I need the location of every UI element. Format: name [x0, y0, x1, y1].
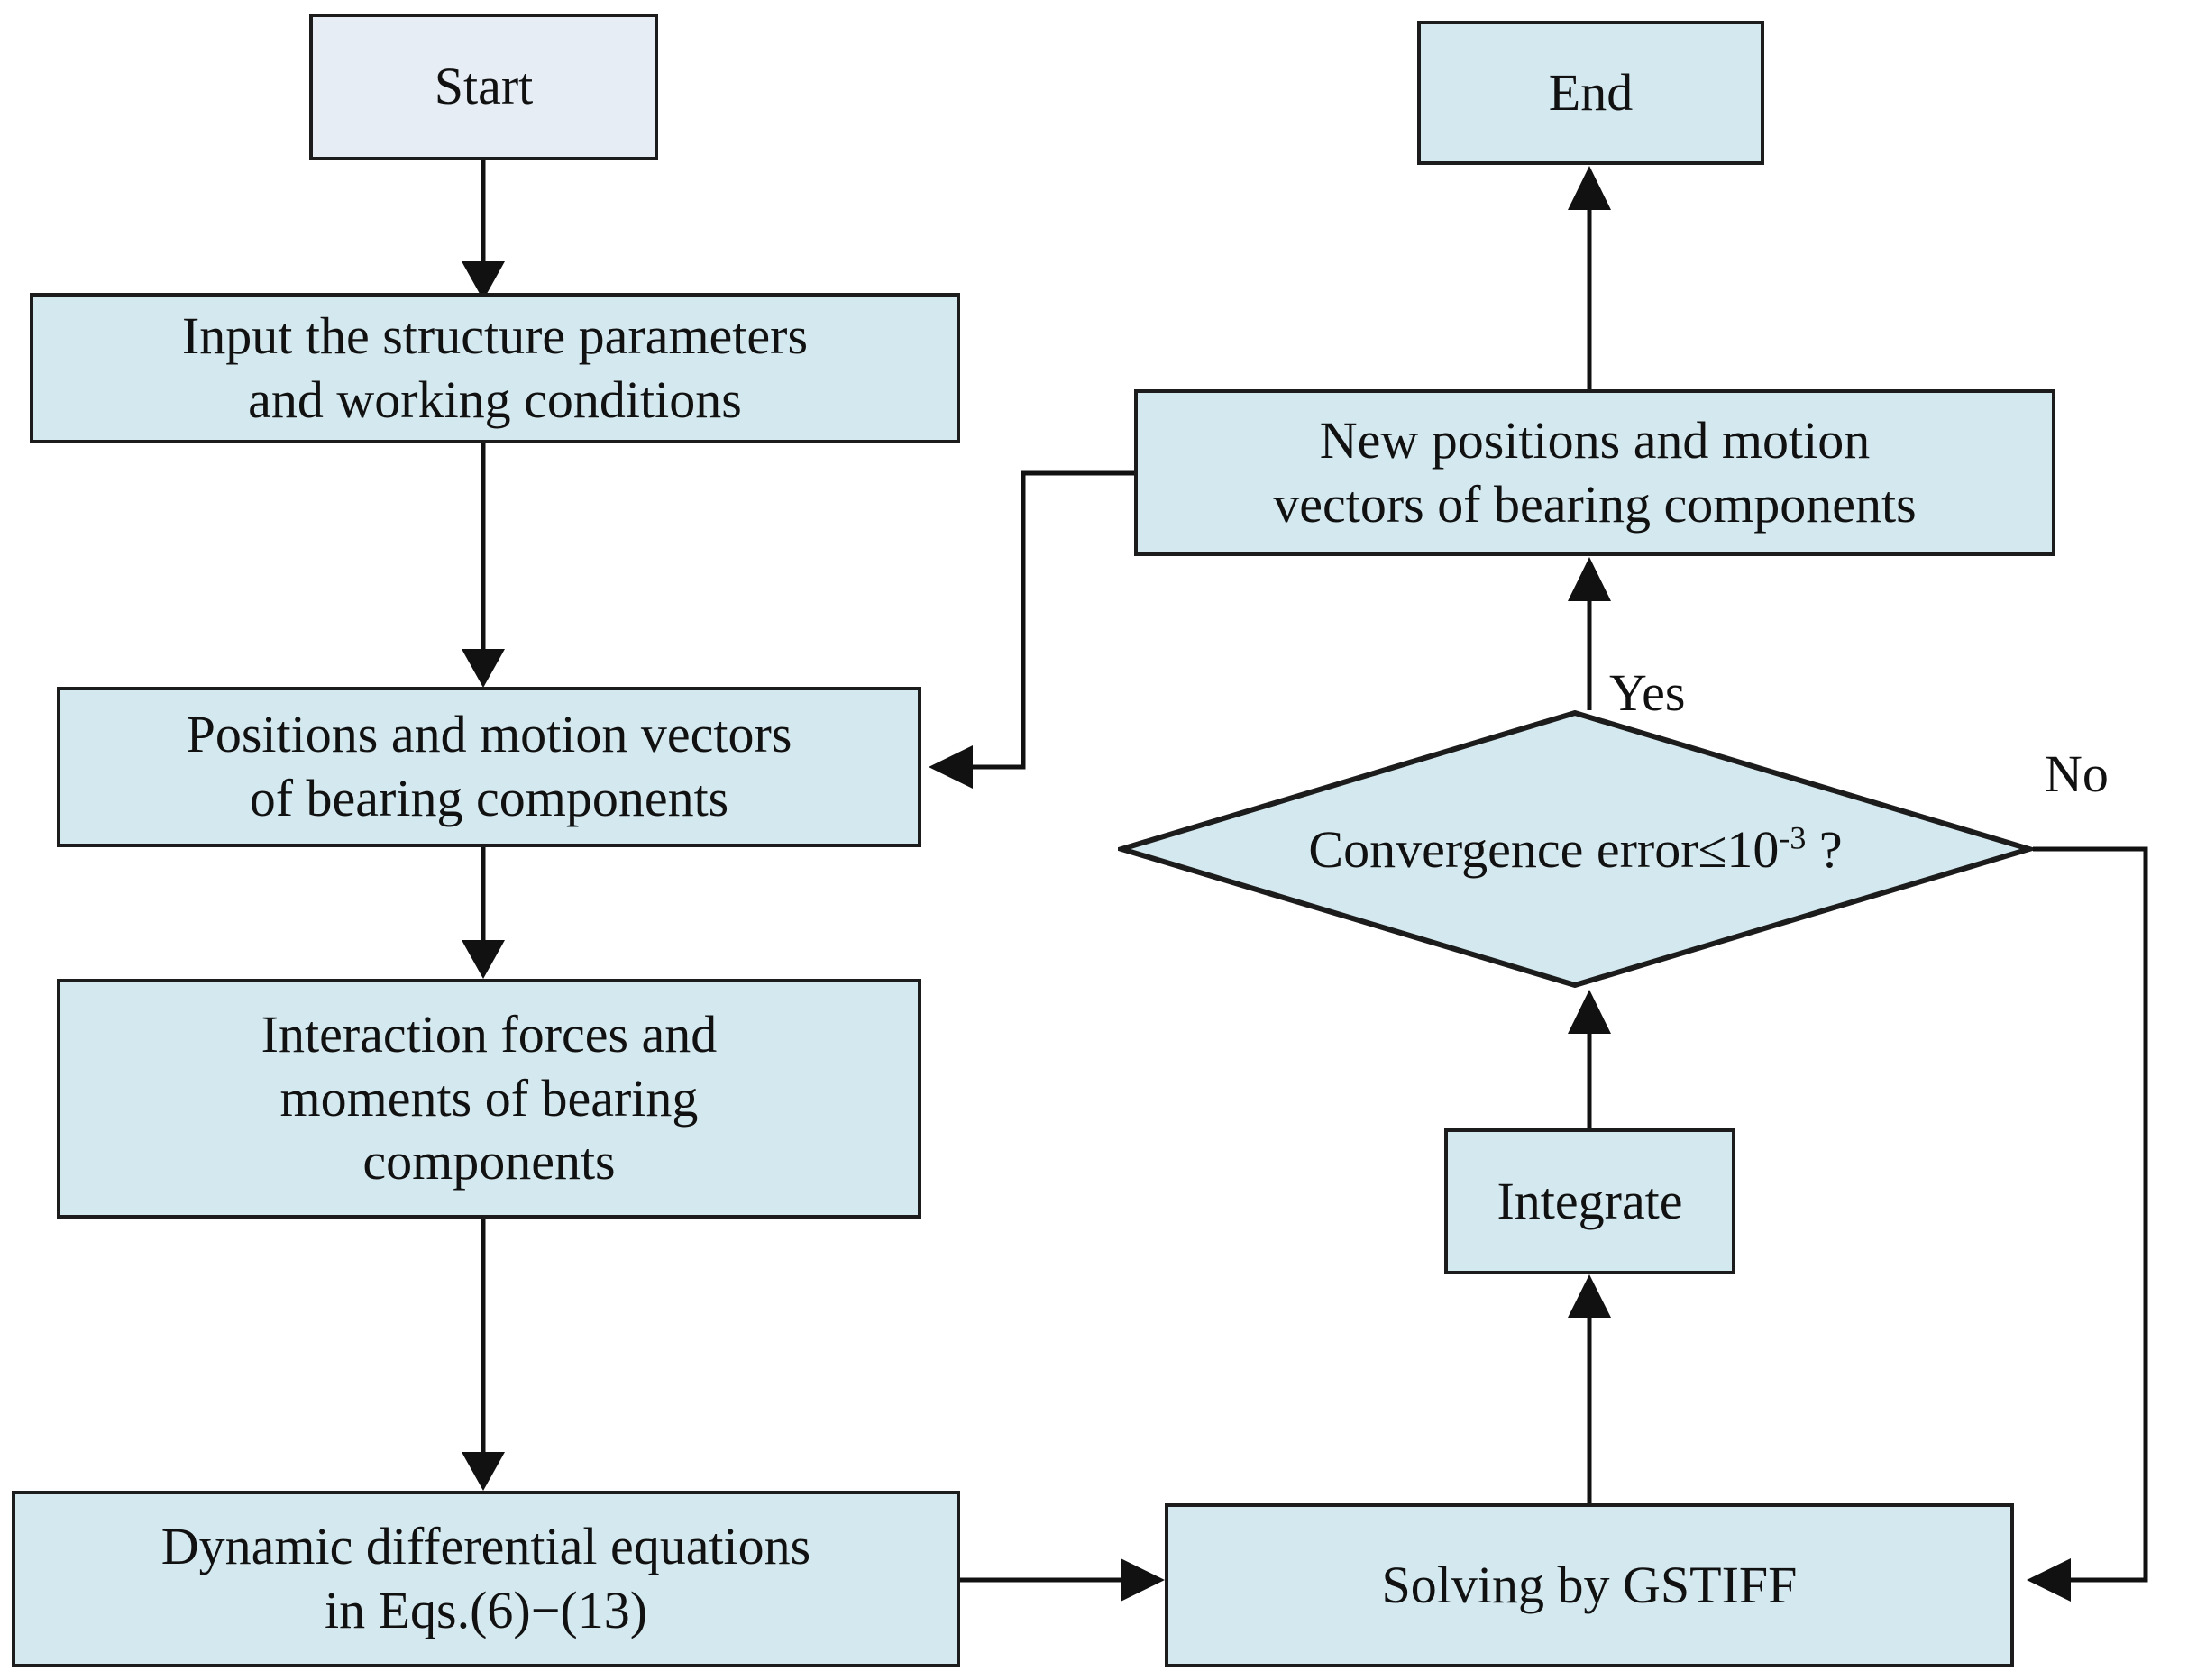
edge-label-yes: Yes — [1609, 663, 1686, 722]
node-dynamic-equations[interactable]: Dynamic differential equations in Eqs.(6… — [12, 1491, 960, 1667]
node-integrate-label: Integrate — [1497, 1171, 1683, 1230]
node-new-positions-label: New positions and motion vectors of bear… — [1273, 410, 1917, 534]
node-solving-gstiff-label: Solving by GSTIFF — [1381, 1555, 1798, 1614]
convergence-exponent: -3 — [1779, 819, 1807, 856]
node-new-positions[interactable]: New positions and motion vectors of bear… — [1134, 389, 2055, 556]
node-positions-motion-vectors[interactable]: Positions and motion vectors of bearing … — [57, 687, 921, 847]
diamond-shape — [1118, 710, 2033, 988]
node-input-parameters[interactable]: Input the structure parameters and worki… — [30, 293, 960, 443]
node-integrate[interactable]: Integrate — [1444, 1128, 1735, 1274]
node-end[interactable]: End — [1417, 21, 1764, 165]
node-dynamic-equations-label: Dynamic differential equations in Eqs.(6… — [160, 1517, 811, 1639]
node-end-label: End — [1548, 62, 1634, 122]
edge-new-positions-to-positions-feedback — [966, 470, 1134, 770]
node-start[interactable]: Start — [309, 14, 658, 160]
node-solving-gstiff[interactable]: Solving by GSTIFF — [1165, 1503, 2014, 1667]
edge-convergence-no-to-solving-feedback — [2033, 846, 2148, 1583]
edge-label-no: No — [2045, 744, 2109, 803]
node-interaction-forces[interactable]: Interaction forces and moments of bearin… — [57, 979, 921, 1219]
node-interaction-forces-label: Interaction forces and moments of bearin… — [261, 1004, 718, 1192]
node-convergence-check[interactable]: Convergence error≤10-3 ? — [1118, 710, 2033, 988]
node-start-label: Start — [434, 57, 534, 116]
node-input-parameters-label: Input the structure parameters and worki… — [181, 306, 809, 429]
node-convergence-check-label: Convergence error≤10-3 ? — [1308, 819, 1843, 879]
node-positions-motion-vectors-label: Positions and motion vectors of bearing … — [186, 705, 792, 827]
